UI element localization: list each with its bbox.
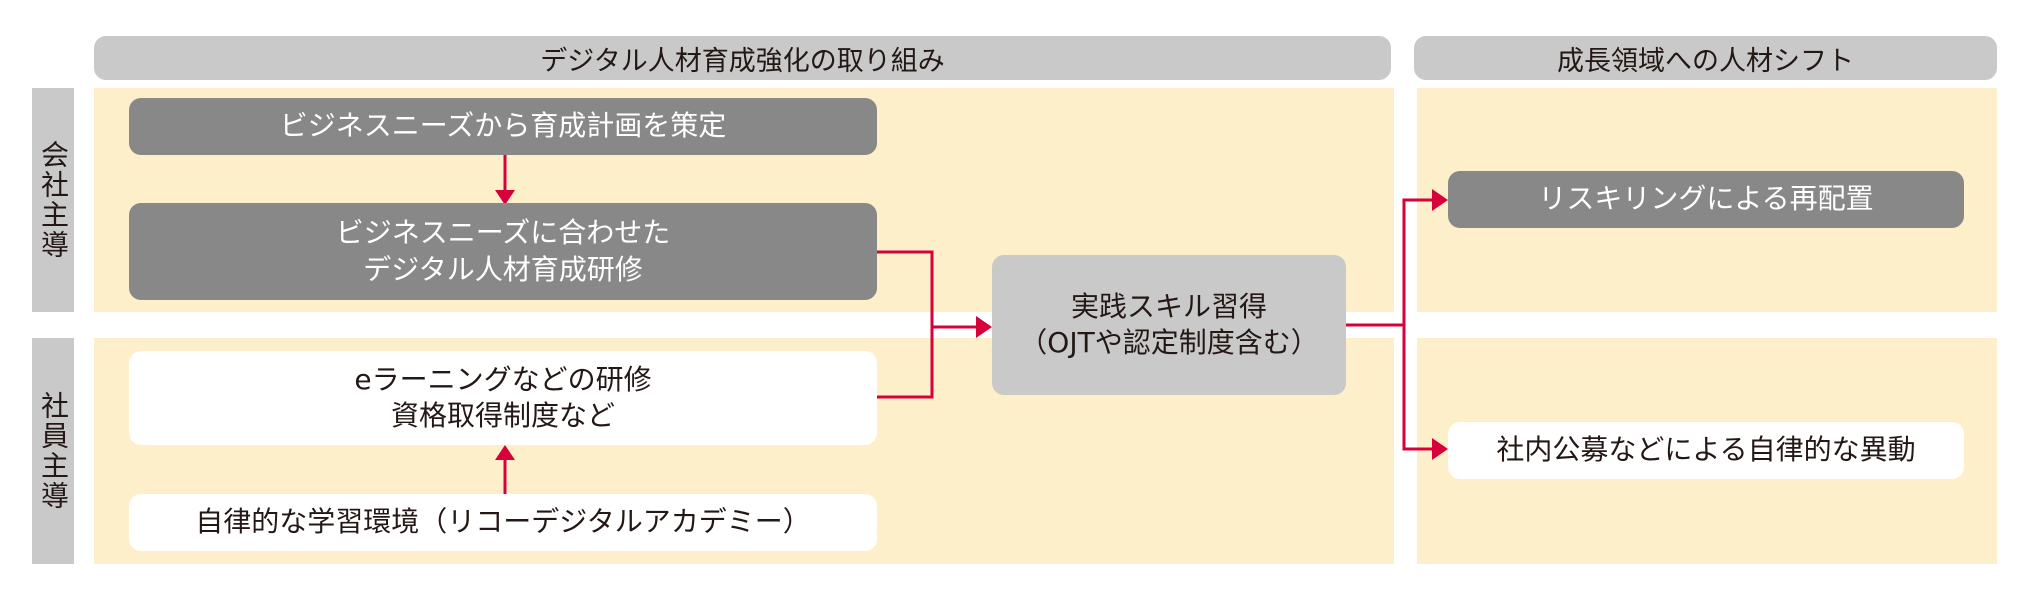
header-digital-talent-initiatives: デジタル人材育成強化の取り組み xyxy=(94,36,1391,80)
box-elearning: eラーニングなどの研修資格取得制度など xyxy=(129,351,877,445)
arrowhead-up xyxy=(495,445,515,460)
header-talent-shift: 成長領域への人材シフト xyxy=(1414,36,1997,80)
arrowhead-down xyxy=(495,190,515,205)
elearning-line1: eラーニングなどの研修 xyxy=(354,362,652,396)
row-label-company-led: 会社主導 xyxy=(32,88,74,312)
box-learning-environment: 自律的な学習環境（リコーデジタルアカデミー） xyxy=(129,494,877,551)
box-digital-training: ビジネスニーズに合わせたデジタル人材育成研修 xyxy=(129,203,877,300)
employee-led-label: 社員主導 xyxy=(37,391,70,511)
practical-skills-line2: （OJTや認定制度含む） xyxy=(1019,326,1319,359)
bracket-training-elearning xyxy=(877,250,934,399)
header-left-label: デジタル人材育成強化の取り組み xyxy=(540,45,945,77)
reskilling-text: リスキリングによる再配置 xyxy=(1538,182,1874,216)
arrowhead-transfer xyxy=(1432,438,1448,460)
box-practical-skills: 実践スキル習得（OJTや認定制度含む） xyxy=(992,255,1346,395)
practical-skills-line1: 実践スキル習得 xyxy=(1070,289,1267,323)
header-right-label: 成長領域への人材シフト xyxy=(1557,45,1854,77)
training-plan-text: ビジネスニーズから育成計画を策定 xyxy=(279,109,727,143)
box-internal-transfer: 社内公募などによる自律的な異動 xyxy=(1448,422,1964,479)
arrowhead-reskilling xyxy=(1432,189,1448,211)
digital-training-line1: ビジネスニーズに合わせた xyxy=(335,216,671,250)
internal-transfer-text: 社内公募などによる自律的な異動 xyxy=(1496,433,1916,467)
bracket-outcomes xyxy=(1402,198,1434,451)
elearning-line2: 資格取得制度など xyxy=(390,399,615,432)
learning-environment-text: 自律的な学習環境（リコーデジタルアカデミー） xyxy=(195,505,811,539)
company-led-label: 会社主導 xyxy=(37,140,70,260)
arrowhead-practice xyxy=(976,316,992,338)
digital-training-line2: デジタル人材育成研修 xyxy=(363,252,643,286)
box-training-plan: ビジネスニーズから育成計画を策定 xyxy=(129,98,877,155)
box-reskilling-redeployment: リスキリングによる再配置 xyxy=(1448,171,1964,228)
row-label-employee-led: 社員主導 xyxy=(32,338,74,564)
